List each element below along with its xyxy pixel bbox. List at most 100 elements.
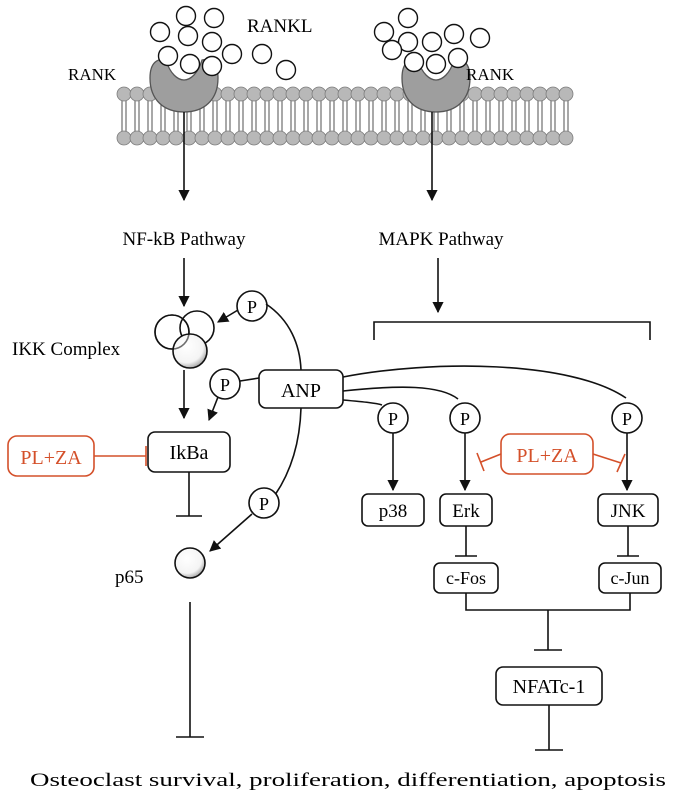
anp-to-p65-p-curve bbox=[274, 407, 302, 496]
anp-to-p38-p-curve bbox=[342, 399, 383, 406]
anp-node: ANP bbox=[258, 369, 344, 409]
rankl-ligand bbox=[157, 45, 179, 67]
lipid-head bbox=[545, 86, 561, 102]
lipid-head bbox=[298, 130, 314, 146]
rankl-ligand bbox=[203, 7, 225, 29]
lipid-head bbox=[415, 130, 431, 146]
c-jun-node: c-Jun bbox=[598, 562, 662, 594]
lipid-head bbox=[493, 86, 509, 102]
phospho-ikba: P bbox=[209, 368, 241, 400]
rankl-ligand bbox=[201, 55, 223, 77]
lipid-head bbox=[467, 130, 483, 146]
lipid-head bbox=[519, 130, 535, 146]
lipid-head bbox=[311, 86, 327, 102]
phospho-jnk: P bbox=[611, 402, 643, 434]
phospho-p65: P bbox=[248, 487, 280, 519]
inhibit-bar-jnk bbox=[616, 453, 626, 473]
ikk-complex-icon bbox=[154, 310, 215, 369]
lipid-head bbox=[363, 86, 379, 102]
anp-to-ikk-p-curve bbox=[265, 303, 302, 371]
lipid-head bbox=[233, 86, 249, 102]
nfatc1-label: NFATc-1 bbox=[513, 676, 586, 698]
ikk-complex-label: IKK Complex bbox=[12, 339, 121, 360]
lipid-head bbox=[285, 130, 301, 146]
mapk-bracket bbox=[373, 321, 651, 340]
lipid-head bbox=[155, 130, 171, 146]
rank-left-label: RANK bbox=[68, 65, 117, 84]
lipid-head bbox=[493, 130, 509, 146]
lipid-head bbox=[324, 86, 340, 102]
p38-node: p38 bbox=[361, 493, 425, 527]
arrow-p-to-ikk bbox=[217, 309, 239, 323]
cfos-cjun-join bbox=[465, 593, 631, 611]
lipid-head bbox=[311, 130, 327, 146]
lipid-head bbox=[389, 130, 405, 146]
rankl-ligand bbox=[447, 47, 469, 69]
rankl-ligand bbox=[421, 31, 443, 53]
lipid-head bbox=[454, 130, 470, 146]
rankl-ligand bbox=[403, 51, 425, 73]
phospho-erk: P bbox=[449, 402, 481, 434]
lipid-head bbox=[207, 130, 223, 146]
inhibit-line-jnk bbox=[592, 453, 622, 464]
rank-right-label: RANK bbox=[466, 65, 515, 84]
lipid-head bbox=[272, 130, 288, 146]
nfkb-pathway-label: NF-kB Pathway bbox=[123, 229, 246, 250]
pl-za-left-label: PL+ZA bbox=[20, 447, 82, 469]
lipid-head bbox=[129, 130, 145, 146]
rankl-ligand bbox=[201, 31, 223, 53]
anp-to-ikba-p bbox=[239, 377, 260, 382]
lipid-head bbox=[506, 86, 522, 102]
mapk-pathway-label: MAPK Pathway bbox=[378, 229, 504, 250]
p65-label: p65 bbox=[115, 567, 144, 588]
rankl-ligands bbox=[149, 5, 491, 81]
lipid-head bbox=[441, 130, 457, 146]
lipid-head bbox=[337, 86, 353, 102]
erk-label: Erk bbox=[452, 501, 480, 522]
arrow-p-to-p65 bbox=[209, 513, 253, 552]
p65-icon bbox=[174, 547, 206, 579]
rankl-ligand bbox=[397, 31, 419, 53]
pl-za-right-label: PL+ZA bbox=[516, 445, 578, 467]
phospho-ikba-label: P bbox=[220, 375, 230, 395]
nfatc1-node: NFATc-1 bbox=[495, 666, 603, 706]
lipid-head bbox=[116, 86, 132, 102]
phospho-p38: P bbox=[377, 402, 409, 434]
lipid-head bbox=[220, 130, 236, 146]
rankl-ligand bbox=[373, 21, 395, 43]
rankl-ligand bbox=[221, 43, 243, 65]
inhibit-line-erk bbox=[480, 453, 502, 463]
lipid-head bbox=[285, 86, 301, 102]
lipid-head bbox=[246, 86, 262, 102]
ikba-node: IkBa bbox=[147, 431, 231, 473]
lipid-head bbox=[402, 130, 418, 146]
lipid-head bbox=[350, 86, 366, 102]
lipid-head bbox=[480, 86, 496, 102]
lipid-head bbox=[259, 86, 275, 102]
lipid-head bbox=[129, 86, 145, 102]
lipid-head bbox=[545, 130, 561, 146]
c-fos-label: c-Fos bbox=[446, 568, 486, 588]
rankl-ligand bbox=[425, 53, 447, 75]
pl-za-inhibitor-left: PL+ZA bbox=[7, 435, 95, 477]
anp-to-jnk-p-curve bbox=[342, 365, 627, 399]
lipid-head bbox=[532, 130, 548, 146]
rankl-label: RANKL bbox=[247, 16, 312, 37]
lipid-head bbox=[558, 86, 574, 102]
lipid-head bbox=[168, 130, 184, 146]
jnk-label: JNK bbox=[611, 501, 646, 522]
lipid-head bbox=[116, 130, 132, 146]
rankl-ligand bbox=[251, 43, 273, 65]
rankl-ligand bbox=[175, 5, 197, 27]
outcome-label: Osteoclast survival, proliferation, diff… bbox=[30, 770, 666, 791]
lipid-head bbox=[363, 130, 379, 146]
lipid-head bbox=[298, 86, 314, 102]
rankl-ligand bbox=[275, 59, 297, 81]
p38-label: p38 bbox=[379, 501, 408, 522]
lipid-head bbox=[350, 130, 366, 146]
c-fos-node: c-Fos bbox=[433, 562, 499, 594]
lipid-head bbox=[428, 130, 444, 146]
lipid-head bbox=[506, 130, 522, 146]
erk-node: Erk bbox=[439, 493, 493, 527]
